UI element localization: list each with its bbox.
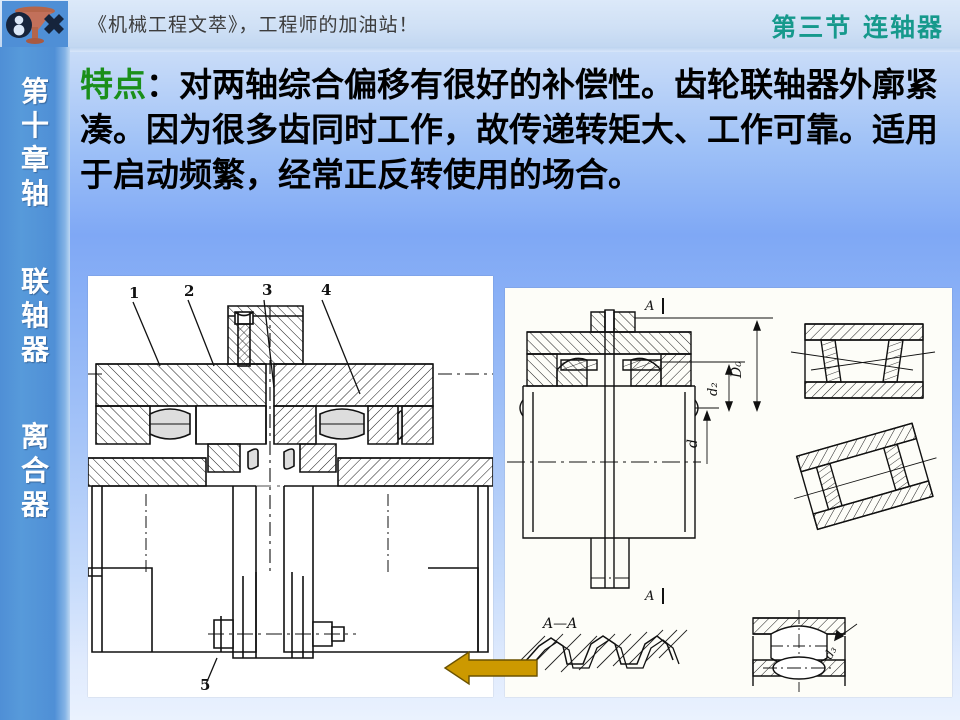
sidebar-char: 离 — [20, 420, 49, 453]
sidebar-char: 十 — [20, 109, 49, 143]
sidebar-char: 器 — [20, 333, 49, 367]
svg-text:2: 2 — [184, 282, 194, 300]
section-title: 第三节 连轴器 — [771, 13, 944, 42]
sidebar-char: 章 — [20, 143, 49, 177]
mechanical-gear-logo-icon — [2, 1, 68, 47]
svg-text:d₃: d₃ — [821, 644, 839, 662]
sidebar-char: 轴 — [20, 299, 49, 333]
header-bar — [0, 0, 960, 47]
svg-text:A: A — [644, 589, 654, 604]
left-pointing-arrow — [443, 650, 539, 686]
svg-text:d: d — [685, 439, 701, 448]
svg-text:1: 1 — [129, 284, 139, 302]
sidebar-char: 联 — [20, 265, 49, 298]
publication-title: 《机械工程文萃》，工程师的加油站！ — [88, 14, 419, 36]
svg-text:D₀: D₀ — [729, 361, 745, 379]
paragraph-body: ：对两轴综合偏移有很好的补偿性。齿轮联轴器外廓紧凑。因为很多齿同时工作，故传递转… — [80, 65, 938, 195]
sidebar-item-coupling[interactable]: 联 轴 器 — [0, 265, 70, 367]
sidebar-item-clutch[interactable]: 离 合 器 — [0, 420, 70, 522]
sidebar-item-chapter[interactable]: 第 十 章 轴 — [0, 75, 70, 212]
svg-text:5: 5 — [200, 676, 210, 694]
gear-coupling-cross-section-diagram: 1 2 3 4 5 — [88, 276, 493, 697]
gear-coupling-assembly-and-tooth-profile-diagram: A A — [505, 288, 952, 697]
svg-text:A: A — [644, 299, 654, 314]
sidebar-char: 轴 — [20, 177, 49, 211]
sidebar-char: 合 — [20, 454, 49, 488]
sidebar: 第 十 章 轴 联 轴 器 离 合 器 — [0, 47, 70, 720]
sidebar-char: 器 — [20, 488, 49, 522]
feature-paragraph: 特点：对两轴综合偏移有很好的补偿性。齿轮联轴器外廓紧凑。因为很多齿同时工作，故传… — [80, 62, 952, 198]
header-divider — [70, 47, 960, 52]
svg-text:A—A: A—A — [541, 616, 577, 632]
svg-text:3: 3 — [262, 281, 272, 299]
svg-text:4: 4 — [321, 281, 331, 299]
svg-text:d₂: d₂ — [706, 382, 721, 396]
sidebar-char: 第 — [20, 75, 49, 108]
paragraph-keyword: 特点 — [80, 65, 146, 104]
